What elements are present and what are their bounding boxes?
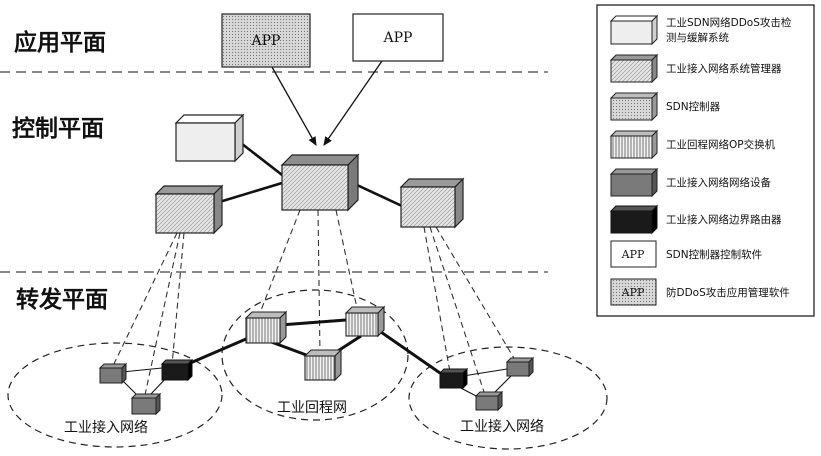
op-switch-bottom <box>305 350 341 380</box>
legend-label-app-ddos-software: 防DDoS攻击应用管理软件 <box>666 286 790 299</box>
legend-label-access-manager: 工业接入网络系统管理器 <box>666 62 782 75</box>
legend-label-op-switch: 工业回程网络OP交换机 <box>666 138 776 151</box>
control-plane-label: 控制平面 <box>12 115 104 142</box>
app-box-right: APP <box>353 14 443 61</box>
plane-separators <box>0 72 548 272</box>
op-switch-right <box>346 307 384 336</box>
border-router-left <box>162 360 192 380</box>
legend-label-ddos-system-line1: 工业SDN网络DDoS攻击检 <box>666 16 792 29</box>
access-network-right-label: 工业接入网络 <box>460 418 544 435</box>
access-system-manager-node <box>176 115 243 161</box>
op-switch-left <box>246 312 286 343</box>
legend-label-access-device: 工业接入网络网络设备 <box>666 176 771 189</box>
legend-frame <box>597 5 814 316</box>
access-device-right-2 <box>476 392 502 410</box>
backhaul-network-label: 工业回程网 <box>277 400 347 416</box>
legend-label-app-controller-software: SDN控制器控制软件 <box>666 248 762 261</box>
application-plane-label: 应用平面 <box>14 29 106 56</box>
forwarding-plane-label: 转发平面 <box>16 286 108 313</box>
access-device-left-1 <box>100 364 126 383</box>
access-network-left-label: 工业接入网络 <box>64 419 148 436</box>
legend-label-sdn-controller: SDN控制器 <box>666 100 721 113</box>
access-manager-node-left <box>156 186 222 233</box>
arrow-app-right-to-controller <box>324 61 382 145</box>
legend-label-border-router: 工业接入网络边界路由器 <box>666 213 782 226</box>
access-device-left-2 <box>132 394 160 414</box>
app-right-label: APP <box>383 30 413 46</box>
legend-label-ddos-system-line2: 测与缓解系统 <box>666 31 729 44</box>
app-box-left: APP <box>222 14 310 67</box>
legend: 工业SDN网络DDoS攻击检 测与缓解系统 工业接入网络系统管理器 SDN控制器 <box>597 5 814 316</box>
arrow-app-left-to-controller <box>272 67 316 145</box>
legend-symbol-app-controller: APP <box>621 248 645 261</box>
legend-symbol-app-ddos: APP <box>621 286 645 299</box>
access-device-right-1 <box>507 358 533 376</box>
sdn-controller-node <box>282 155 358 210</box>
border-router-right <box>440 369 467 388</box>
app-left-label: APP <box>251 33 281 49</box>
access-manager-node-right <box>401 179 463 227</box>
